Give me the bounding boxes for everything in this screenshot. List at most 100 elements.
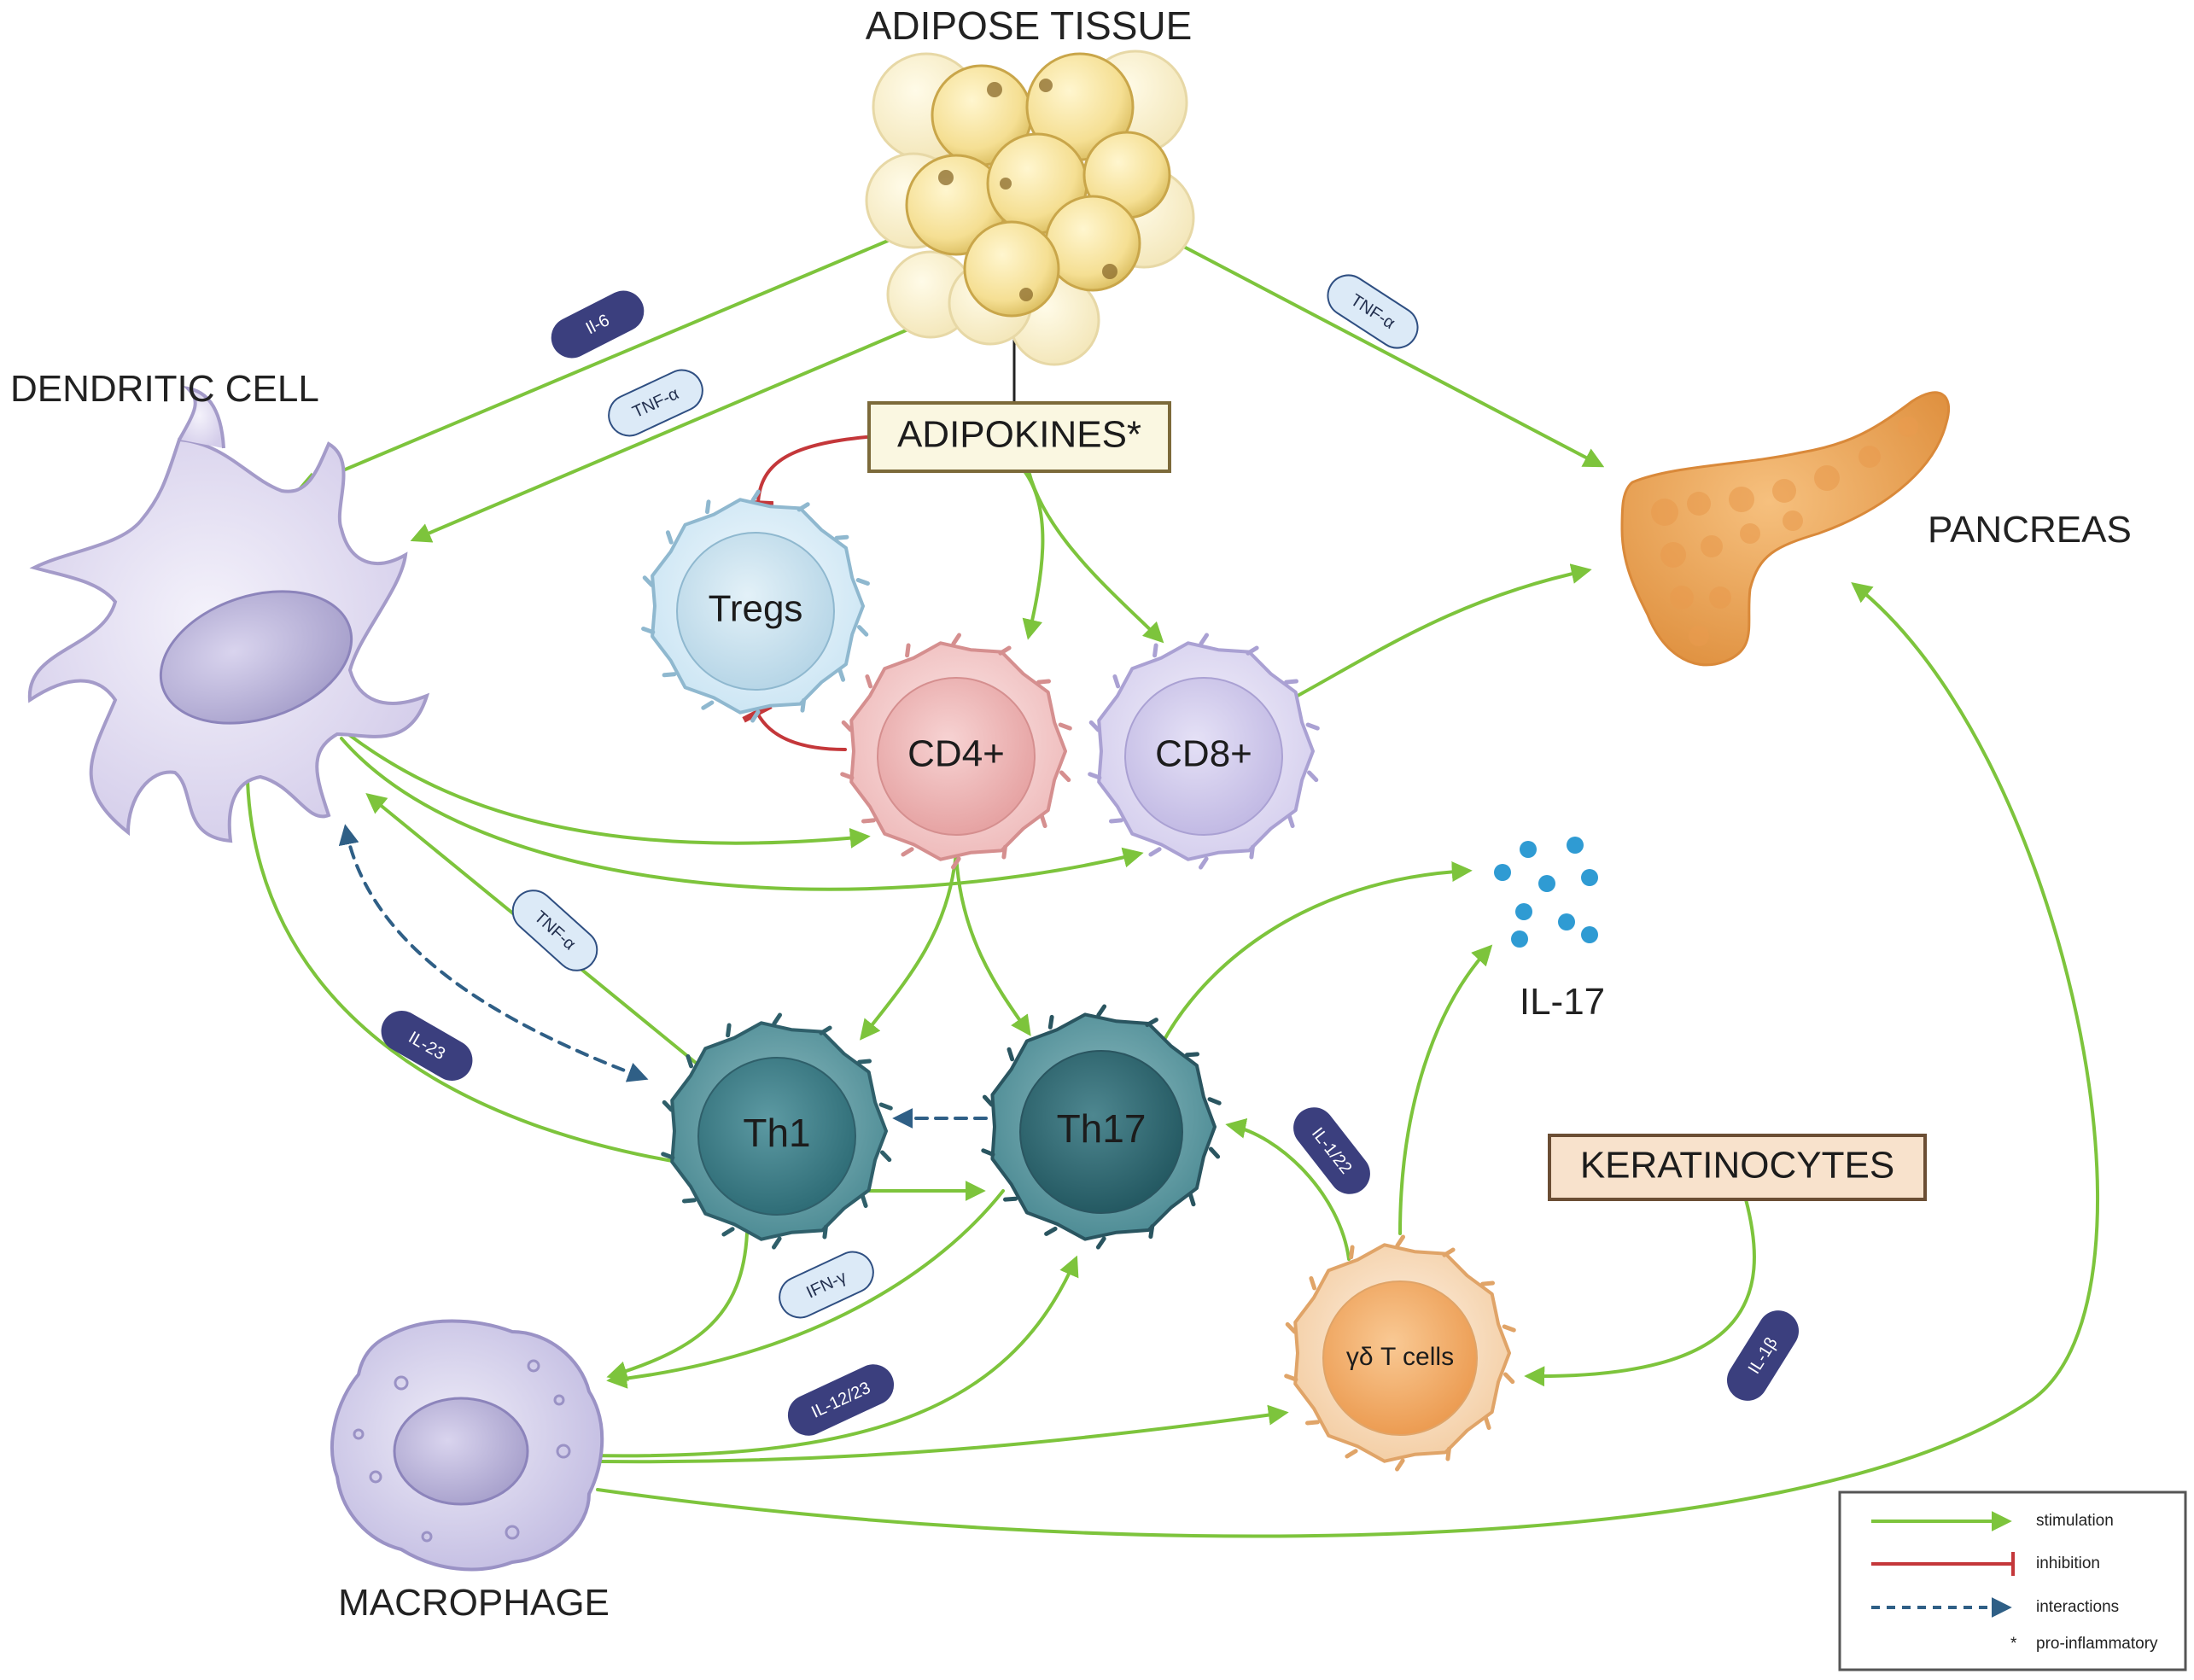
- th17-cell-microvillus: [1007, 1047, 1015, 1062]
- arrow-adipose-to-dc-tnfa: [410, 293, 992, 543]
- cd8-cell-microvillus: [1109, 818, 1123, 824]
- cd8-cell-microvillus: [1305, 722, 1320, 731]
- tregs-cell-microvillus: [750, 489, 761, 503]
- cd4-cell-microvillus: [951, 856, 961, 870]
- cd8-cell-microvillus: [1148, 847, 1162, 857]
- th17-cell-microvillus: [1044, 1226, 1058, 1236]
- th17-cell-microvillus: [1145, 1018, 1158, 1028]
- cd4-cell-microvillus: [951, 633, 961, 646]
- il17-label: IL-17: [1520, 981, 1605, 1023]
- arrow-gd-to-il17: [1398, 944, 1493, 1235]
- th17-cell: Th17: [981, 1004, 1222, 1250]
- cd8-cell-microvillus: [1088, 772, 1102, 780]
- gd-t-cell-microvillus: [1502, 1324, 1516, 1333]
- arrow-cd4-to-th17: [954, 852, 1031, 1036]
- dendritic-cell-label: DENDRITIC CELL: [10, 368, 319, 410]
- arrow-adipokines-to-cd8: [1027, 470, 1164, 644]
- gd-t-cell-microvillus: [1395, 1234, 1405, 1248]
- th1-cell-microvillus: [878, 1102, 893, 1111]
- cytokine-pills: Il-6 TNF-α TNF-α TNF-α IL-23 IFN-γ IL-12…: [381, 274, 1800, 1436]
- cd8-cell-microvillus: [1199, 633, 1209, 646]
- th1-cell-microvillus: [682, 1198, 697, 1204]
- pancreas-label: PANCREAS: [1928, 509, 2132, 551]
- cd4-cell-microvillus: [905, 643, 911, 658]
- th17-cell-microvillus: [1208, 1146, 1221, 1159]
- th1-cell-microvillus: [857, 1059, 872, 1065]
- tregs-cell-microvillus: [701, 700, 715, 710]
- gd-t-cell-microvillus: [1503, 1372, 1515, 1385]
- cd4-cell-microvillus: [841, 720, 853, 732]
- arrow-keratinocytes-to-gd: [1524, 1198, 1756, 1387]
- il17-molecules: [1494, 837, 1598, 948]
- cd8-cell: CD8+: [1088, 633, 1320, 870]
- adipokines-label: ADIPOKINES*: [897, 414, 1141, 456]
- pill-tnfa-th1: TNF-α: [511, 890, 598, 971]
- legend-interactions: interactions: [1871, 1597, 2119, 1618]
- gd-t-cell-microvillus: [1483, 1415, 1491, 1430]
- th1-cell-microvillus: [661, 1152, 675, 1160]
- tregs-cell: Tregs: [641, 489, 870, 723]
- gd-t-cell-microvillus: [1349, 1245, 1355, 1260]
- cd4-cell-microvillus: [861, 818, 876, 824]
- keratinocytes-box: KERATINOCYTES: [1548, 1134, 1927, 1201]
- pill-il6: Il-6: [551, 290, 645, 359]
- pancreas-graphic: [1620, 391, 1951, 667]
- arrow-gd-to-th17: [1225, 1118, 1351, 1261]
- cd4-cell-microvillus: [840, 772, 855, 780]
- th17-cell-microvillus: [1207, 1097, 1222, 1105]
- tregs-cell-microvillus: [665, 530, 674, 545]
- macrophage-graphic: [330, 1319, 604, 1572]
- th17-cell-microvillus: [982, 1094, 995, 1107]
- arrow-th17-to-il17: [1159, 861, 1473, 1047]
- svg-text:inhibition: inhibition: [2036, 1555, 2100, 1572]
- arrow-adipokines-to-cd4: [1022, 470, 1045, 640]
- tregs-cell-microvillus: [705, 499, 711, 515]
- cd8-cell-microvillus: [1307, 770, 1319, 783]
- gd-t-cell-microvillus: [1345, 1449, 1358, 1459]
- cd4-cell-microvillus: [1036, 679, 1051, 685]
- svg-text:stimulation: stimulation: [2036, 1512, 2114, 1530]
- arrows-layer: [246, 233, 2100, 1538]
- th1-cell-microvillus: [860, 1193, 868, 1208]
- arrow-dc-to-cd8: [340, 737, 1144, 891]
- cd4-cell-microvillus: [1058, 722, 1072, 731]
- cd4-cell-microvillus: [901, 847, 914, 857]
- cd8-cell-label: CD8+: [1155, 733, 1252, 775]
- gd-t-cell-microvillus: [1442, 1247, 1456, 1257]
- th1-cell-microvillus: [819, 1025, 832, 1035]
- tregs-cell-label: Tregs: [709, 588, 803, 630]
- th1-cell-microvillus: [772, 1012, 782, 1026]
- gd-t-cell-microvillus: [1284, 1374, 1298, 1382]
- arrow-cd4-to-th1: [860, 852, 958, 1041]
- arrow-macrophage-to-pancreas: [596, 582, 2100, 1538]
- pill-tnfa-pancreas: TNF-α: [1327, 274, 1419, 349]
- adipose-tissue-graphic: [865, 50, 1195, 366]
- cd4-cell-microvillus: [1001, 844, 1007, 860]
- dendritic-cell-graphic: [27, 385, 430, 843]
- inhibit-adipokines-to-tregs: [742, 435, 868, 508]
- cd4-cell-microvillus: [1059, 770, 1071, 783]
- cd4-cell-label: CD4+: [907, 733, 1005, 775]
- arrow-adipose-to-pancreas: [1159, 233, 1605, 468]
- tregs-cell-microvillus: [800, 697, 806, 713]
- keratinocytes-label: KERATINOCYTES: [1580, 1145, 1894, 1187]
- tregs-cell-microvillus: [857, 625, 869, 637]
- inhibit-cd4-to-tregs: [742, 703, 847, 751]
- arrow-dc-to-cd4: [336, 724, 871, 849]
- gd-t-cell: γδ T cells: [1284, 1234, 1516, 1472]
- cd8-cell-microvillus: [1287, 814, 1295, 828]
- pill-tnfa-dc: TNF-α: [608, 369, 703, 437]
- adipose-tissue-label: ADIPOSE TISSUE: [866, 3, 1193, 48]
- arrow-th17-to-macrophage: [606, 1189, 1005, 1389]
- th1-cell-microvillus: [686, 1054, 694, 1069]
- cd4-cell-nucleus: [877, 677, 1036, 836]
- svg-text:interactions: interactions: [2036, 1598, 2119, 1616]
- gd-t-cell-microvillus: [1480, 1280, 1495, 1286]
- gd-t-cell-microvillus: [1445, 1446, 1451, 1461]
- arrow-dc-to-th1-il23: [246, 779, 744, 1173]
- th1-cell-label: Th1: [743, 1111, 810, 1155]
- legend-inhibition: inhibition: [1871, 1552, 2100, 1576]
- gd-t-cell-nucleus: [1322, 1280, 1478, 1436]
